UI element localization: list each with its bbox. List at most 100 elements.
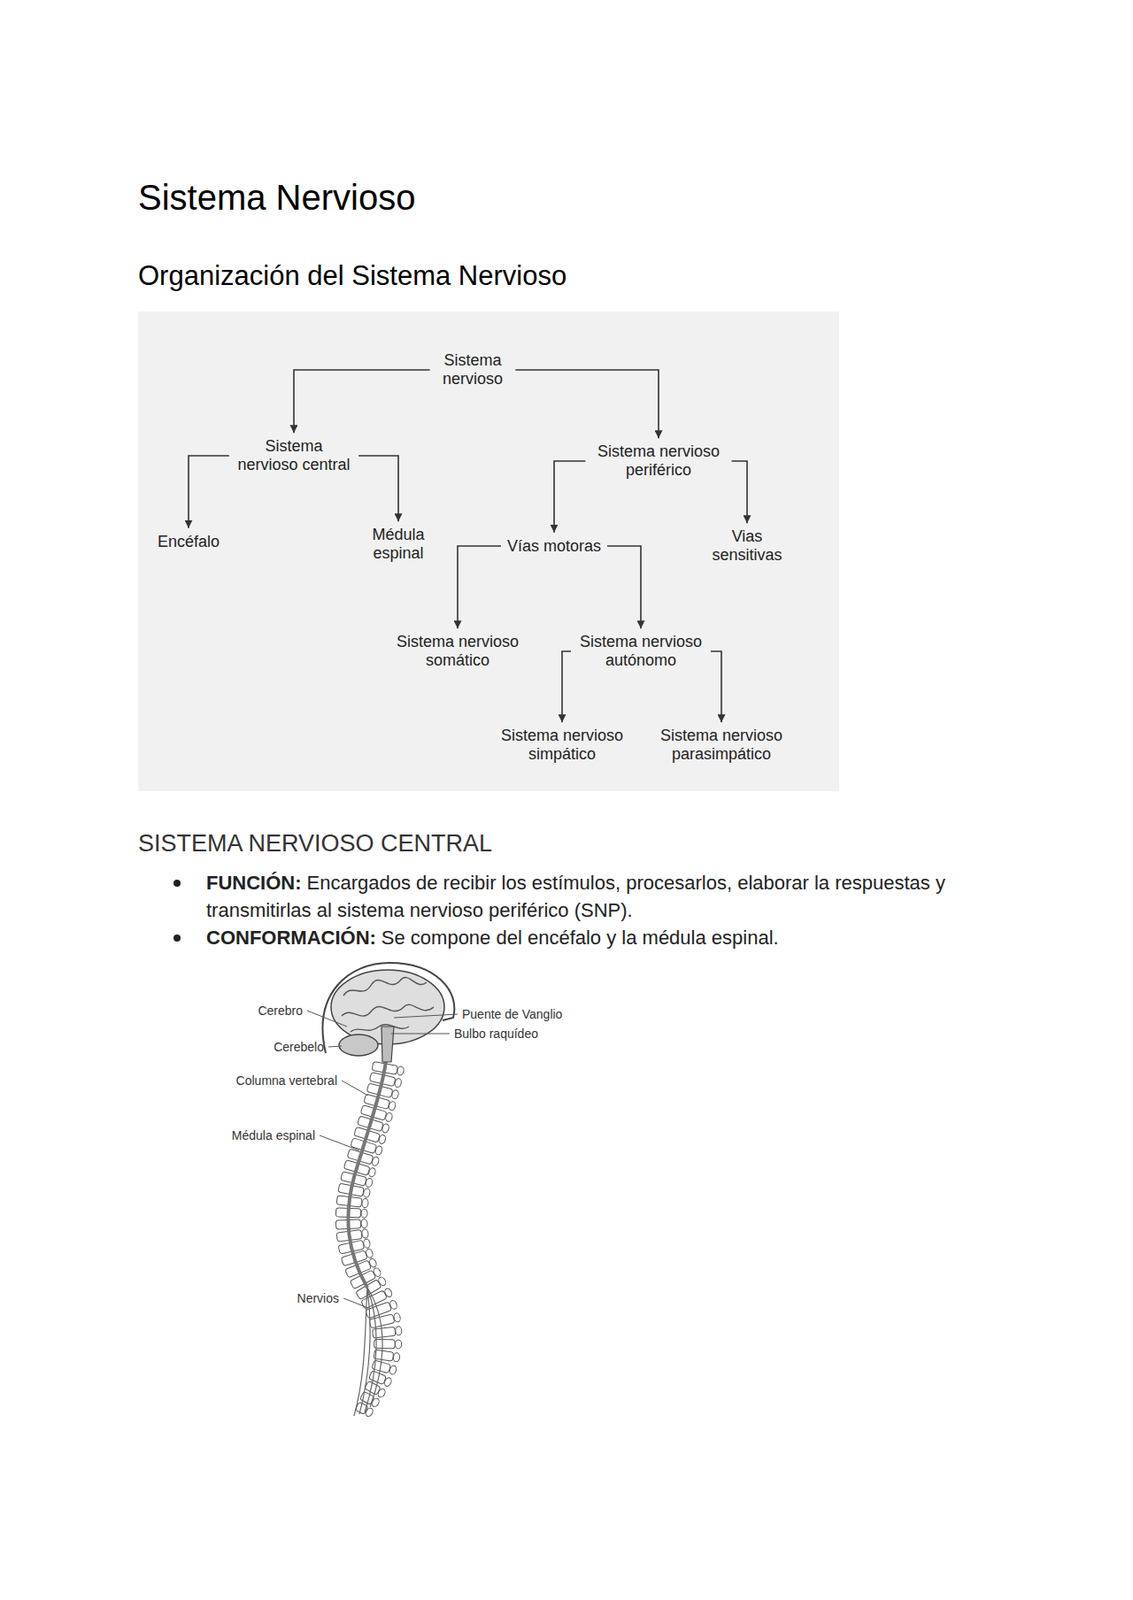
tree-node: Vías motoras (504, 535, 604, 558)
node-label: Sistema nervioso somático (393, 632, 522, 670)
vertebra (336, 1195, 369, 1209)
page-title: Sistema Nervioso (138, 176, 416, 219)
nerve (367, 1287, 383, 1408)
term-label: CONFORMACIÓN: (206, 926, 377, 949)
node-label: Sistema nervioso simpático (498, 726, 626, 764)
vertebra-process (395, 1340, 402, 1349)
connector-arrow (358, 455, 399, 522)
vertebra-process (377, 1276, 387, 1288)
node-label: Vías motoras (507, 537, 602, 556)
vertebra-process (387, 1101, 396, 1112)
vertebra-process (362, 1187, 371, 1198)
part-label: Cerebro (257, 1003, 303, 1019)
part-label: Nervios (297, 1291, 340, 1307)
connector-arrow (732, 461, 748, 524)
bullet-item: CONFORMACIÓN:Se compone del encéfalo y l… (206, 924, 995, 952)
connector-arrow (293, 369, 431, 433)
vertebra-process (383, 1377, 393, 1388)
vertebra-process (383, 1287, 394, 1299)
vertebra-process (396, 1066, 405, 1077)
connector-arrow (710, 651, 722, 723)
brain-illustration (323, 963, 455, 1063)
section-heading: Organización del Sistema Nervioso (138, 259, 567, 293)
node-label: Sistema nervioso periférico (591, 442, 725, 479)
vertebra-process (368, 1257, 378, 1269)
subsection-heading: SISTEMA NERVIOSO CENTRAL (138, 829, 493, 858)
brain-fold (343, 978, 427, 996)
connector-arrow (457, 546, 501, 629)
node-label: Médula espinal (364, 525, 432, 563)
vertebra-process (372, 1267, 383, 1279)
tree-node: Sistema nervioso simpático (495, 724, 629, 765)
spine-illustration (335, 1061, 405, 1419)
part-label: Cerebelo (273, 1040, 324, 1056)
vertebra-process (385, 1112, 394, 1124)
connector-arrow (554, 461, 586, 533)
vertebra (335, 1218, 368, 1230)
leader-line (391, 1033, 450, 1035)
vertebra-process (361, 1209, 368, 1218)
vertebra (336, 1229, 370, 1243)
vertebra-process (389, 1300, 399, 1311)
tree-node: Vias sensitivas (702, 525, 792, 566)
vertebra-process (361, 1229, 369, 1240)
vertebra-process (377, 1387, 387, 1399)
vertebra-process (381, 1123, 391, 1134)
node-label: Vias sensitivas (705, 527, 789, 564)
tree-node: Sistema nervioso parasimpático (655, 724, 788, 765)
vertebra-process (394, 1325, 402, 1336)
vertebra-process (368, 1167, 378, 1179)
vertebra-process (362, 1239, 371, 1249)
leader-line (393, 1014, 458, 1018)
figure-background (138, 311, 840, 792)
part-label: Médula espinal (231, 1128, 316, 1144)
vertebra (373, 1349, 401, 1363)
vertebra (335, 1208, 368, 1218)
leader-lines (307, 1010, 458, 1309)
connector-arrow (607, 546, 641, 629)
vertebra-body (373, 1349, 394, 1362)
vertebra (374, 1340, 402, 1349)
leader-line (328, 1046, 342, 1048)
vertebra-process (361, 1218, 368, 1228)
node-label: Sistema nervioso parasimpático (657, 726, 786, 764)
connector-arrow (188, 455, 230, 529)
leader-line (319, 1135, 360, 1151)
brain-fold (350, 1025, 409, 1033)
bullet-list: FUNCIÓN:Encargados de recibir los estímu… (206, 869, 995, 952)
tree-node: Encéfalo (154, 531, 223, 554)
node-label: Sistema nervioso central (235, 437, 353, 474)
vertebra-process (365, 1248, 375, 1259)
node-label: Encéfalo (157, 532, 220, 552)
vertebra-process (388, 1364, 397, 1376)
leader-line (307, 1010, 347, 1027)
tree-node: Sistema nervioso (433, 349, 513, 390)
connector-arrow (515, 369, 659, 439)
brainstem (381, 1026, 394, 1063)
part-label: Columna vertebral (236, 1073, 338, 1089)
vertebrae (335, 1062, 405, 1419)
part-label: Bulbo raquídeo (454, 1026, 539, 1042)
vertebra-process (393, 1078, 402, 1088)
vertebra-process (374, 1145, 384, 1157)
cerebellum (339, 1034, 378, 1056)
tree-node: Sistema nervioso somático (391, 631, 525, 671)
vertebra-process (391, 1089, 400, 1100)
tree-node: Sistema nervioso periférico (588, 440, 728, 481)
vertebra-body (369, 1314, 395, 1329)
tree-node: Médula espinal (362, 524, 435, 564)
connector-arrow (562, 651, 571, 723)
brain-fold (341, 1004, 434, 1017)
part-label: Puente de Vanglio (462, 1007, 563, 1023)
bullet-item: FUNCIÓN:Encargados de recibir los estímu… (206, 869, 995, 925)
leader-line (341, 1080, 369, 1096)
vertebra-process (377, 1134, 387, 1146)
node-label: Sistema nervioso (436, 351, 510, 388)
node-label: Sistema nervioso autónomo (577, 632, 705, 670)
vertebra-process (393, 1352, 401, 1363)
tree-node: Sistema nervioso autónomo (574, 631, 708, 671)
